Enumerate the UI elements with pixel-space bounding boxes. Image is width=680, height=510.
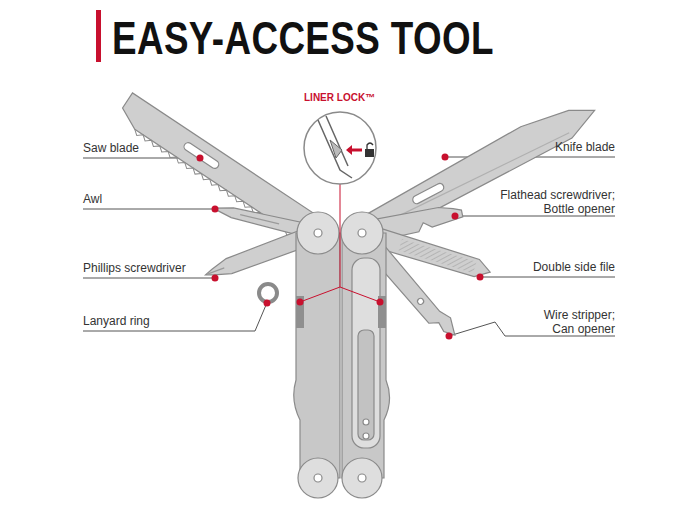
part-label: Wire stripper; Can opener bbox=[525, 308, 615, 336]
inset-label: LINER LOCK™ bbox=[304, 92, 375, 104]
saw-blade bbox=[114, 93, 325, 249]
part-label: Flathead screwdriver; Bottle opener bbox=[489, 188, 615, 216]
title-bar bbox=[96, 10, 101, 62]
part-label: Phillips screwdriver bbox=[83, 261, 186, 275]
knife-blade bbox=[353, 93, 602, 246]
part-label: Saw blade bbox=[83, 141, 139, 155]
part-label: Double side file bbox=[495, 260, 615, 274]
part-label: Knife blade bbox=[495, 140, 615, 154]
page-title: EASY-ACCESS TOOL bbox=[112, 12, 494, 64]
part-label: Awl bbox=[83, 192, 102, 206]
callout-dots bbox=[197, 154, 484, 340]
liner-lock-inset bbox=[300, 112, 380, 302]
handles bbox=[294, 233, 390, 478]
lanyard-ring bbox=[259, 284, 277, 302]
part-label: Lanyard ring bbox=[83, 314, 150, 328]
